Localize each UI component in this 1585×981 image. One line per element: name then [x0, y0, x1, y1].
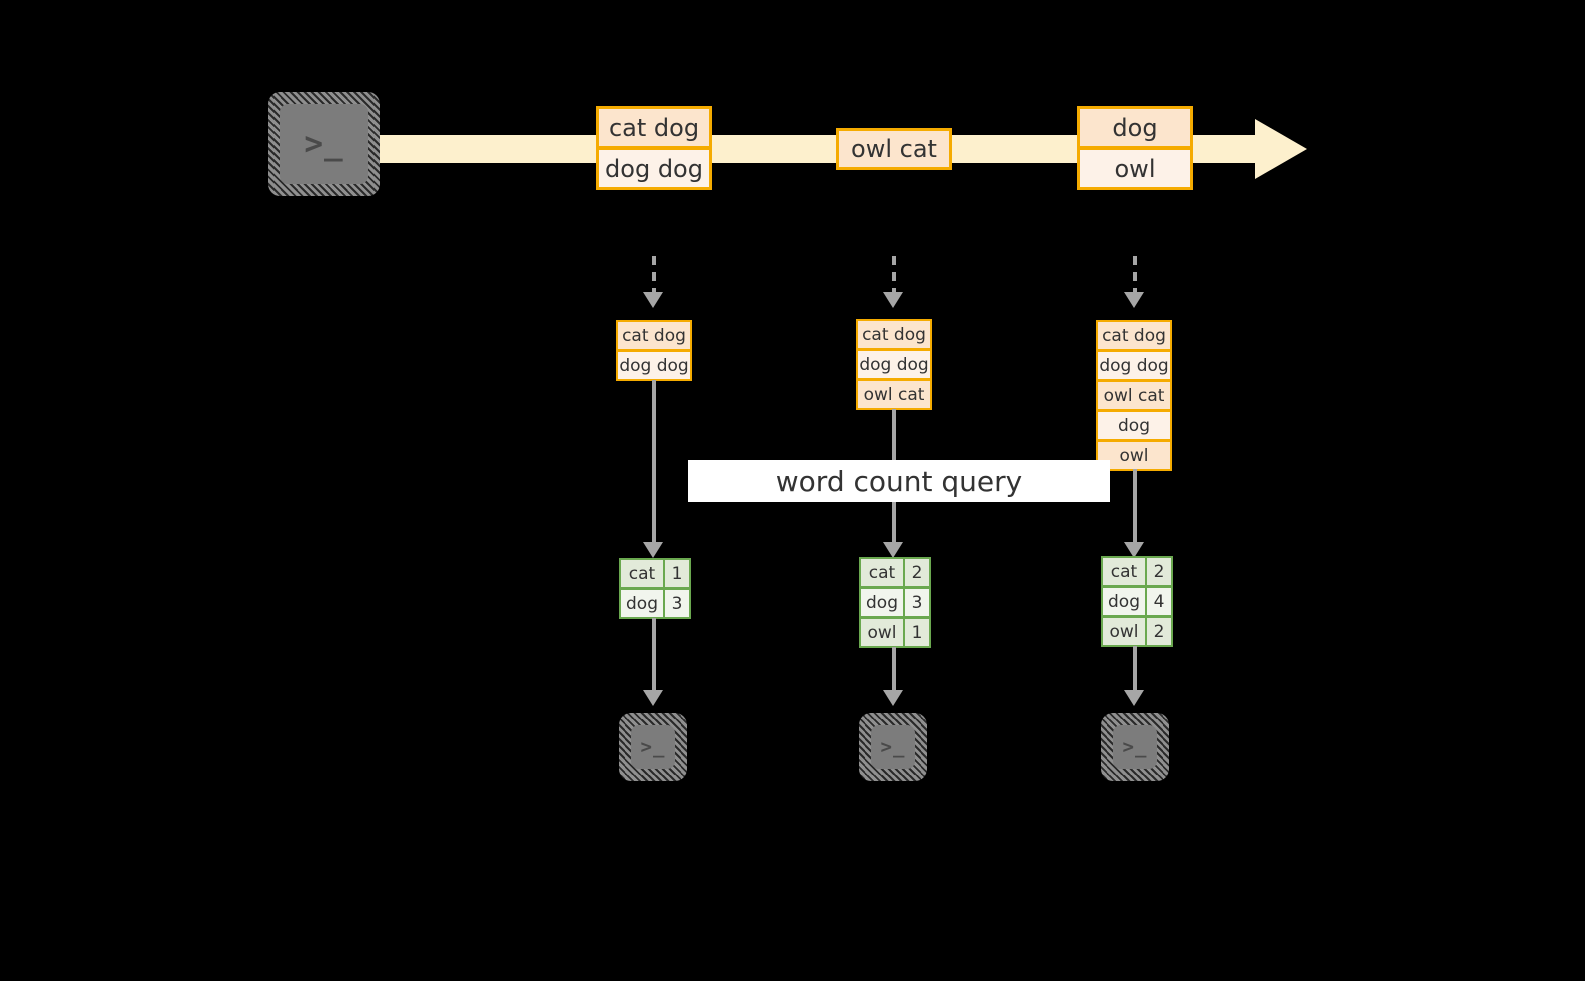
sink-terminal-icon: >_ [859, 713, 927, 781]
result-word-cell: cat [859, 557, 905, 588]
result-word-cell: cat [619, 558, 665, 589]
terminal-screen [871, 725, 915, 769]
terminal-prompt-glyph: >_ [304, 125, 344, 162]
snapshot-trigger-arrow-head [1124, 292, 1144, 308]
snapshot-trigger-arrow-line [652, 256, 656, 298]
sink-arrow-head [883, 690, 903, 706]
terminal-prompt-glyph: >_ [880, 735, 906, 758]
source-terminal-icon: >_ [268, 92, 380, 196]
stream-timeline-arrowhead [1255, 119, 1307, 179]
snapshot-trigger-arrow-head [883, 292, 903, 308]
snapshot-input-record: dog [1096, 410, 1172, 441]
stream-record-box: cat dog [596, 106, 712, 149]
query-arrow-head [883, 542, 903, 558]
terminal-screen [280, 104, 368, 184]
stream-record-box: owl cat [836, 128, 952, 170]
snapshot-trigger-arrow-head [643, 292, 663, 308]
result-word-cell: owl [859, 617, 905, 648]
result-word-cell: cat [1101, 556, 1147, 587]
stream-record-box: dog dog [596, 147, 712, 190]
result-count-cell: 4 [1145, 586, 1173, 617]
result-word-cell: owl [1101, 616, 1147, 647]
query-arrow-head [643, 542, 663, 558]
query-arrow-line [1133, 469, 1137, 550]
stream-record-box: owl [1077, 147, 1193, 190]
stream-record-box: dog [1077, 106, 1193, 149]
result-count-cell: 2 [1145, 616, 1173, 647]
terminal-screen [1113, 725, 1157, 769]
terminal-prompt-glyph: >_ [1122, 735, 1148, 758]
sink-terminal-icon: >_ [619, 713, 687, 781]
terminal-screen [631, 725, 675, 769]
query-label-band: word count query [688, 460, 1110, 502]
terminal-prompt-glyph: >_ [640, 735, 666, 758]
snapshot-input-record: cat dog [1096, 320, 1172, 351]
result-count-cell: 1 [663, 558, 691, 589]
result-count-cell: 3 [903, 587, 931, 618]
snapshot-input-record: cat dog [616, 320, 692, 351]
sink-terminal-icon: >_ [1101, 713, 1169, 781]
result-count-cell: 3 [663, 588, 691, 619]
snapshot-input-record: owl cat [856, 379, 932, 410]
snapshot-input-record: dog dog [616, 350, 692, 381]
sink-arrow-line [892, 647, 896, 696]
result-word-cell: dog [859, 587, 905, 618]
result-word-cell: dog [1101, 586, 1147, 617]
query-arrow-head [1124, 542, 1144, 558]
snapshot-trigger-arrow-line [892, 256, 896, 298]
snapshot-input-record: dog dog [856, 349, 932, 380]
query-label-text: word count query [775, 464, 1023, 498]
snapshot-input-record: cat dog [856, 319, 932, 350]
sink-arrow-head [1124, 690, 1144, 706]
result-count-cell: 2 [903, 557, 931, 588]
snapshot-input-record: dog dog [1096, 350, 1172, 381]
result-word-cell: dog [619, 588, 665, 619]
result-count-cell: 2 [1145, 556, 1173, 587]
query-arrow-line [652, 380, 656, 550]
sink-arrow-head [643, 690, 663, 706]
snapshot-input-record: owl cat [1096, 380, 1172, 411]
sink-arrow-line [1133, 646, 1137, 696]
result-count-cell: 1 [903, 617, 931, 648]
snapshot-trigger-arrow-line [1133, 256, 1137, 298]
sink-arrow-line [652, 618, 656, 696]
